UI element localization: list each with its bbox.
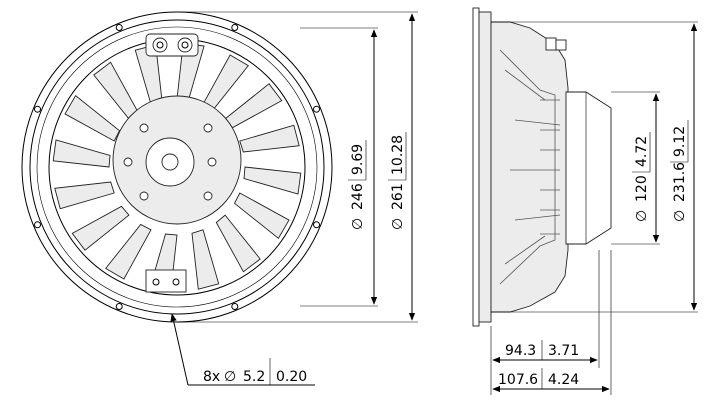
plate-hole: [203, 191, 213, 201]
depth-magnet-inch: 3.71: [548, 343, 579, 359]
depth-magnet-mm: 94.3: [505, 343, 536, 359]
plate-hole: [123, 157, 133, 167]
basket-spoke: [243, 166, 302, 195]
plate-hole: [207, 157, 217, 167]
basket-spoke: [233, 192, 290, 239]
cutout-mm: 246: [350, 183, 366, 210]
magnet-mm: 120: [634, 175, 650, 202]
mounting-hole: [115, 24, 123, 31]
bottom-bracket: [145, 269, 187, 293]
outer-mm: 261: [390, 183, 406, 210]
mounting-hole: [231, 24, 239, 31]
mounting-hole: [34, 105, 41, 113]
outer-symbol: ∅: [390, 218, 406, 230]
basket-spoke: [202, 54, 249, 111]
terminal-block: [145, 33, 199, 57]
plate-hole: [203, 123, 213, 133]
basket-spoke: [93, 61, 139, 120]
plate-hole: [139, 191, 149, 201]
mounting-hole: [231, 303, 239, 310]
basket-spoke: [64, 95, 121, 142]
overall-depth-mm: 107.6: [498, 372, 538, 388]
mounting-hole: [313, 221, 320, 229]
frame-mm: 231.6: [672, 162, 688, 202]
side-terminal: [545, 37, 567, 51]
plate-holes: [123, 123, 217, 201]
cutout-symbol: ∅: [350, 218, 366, 230]
basket-spoke: [239, 124, 300, 153]
front-dimensions: ∅ 246 9.69 ∅ 261 10.28: [177, 11, 418, 323]
hole-diameter-symbol: ∅: [224, 369, 236, 385]
mounting-holes: [34, 24, 320, 310]
magnet-symbol: ∅: [634, 210, 650, 222]
basket-spoke: [215, 214, 261, 273]
gasket-ring: [36, 26, 318, 308]
frame-symbol: ∅: [672, 210, 688, 222]
mounting-hole: [34, 221, 41, 229]
basket-spoke: [224, 83, 283, 129]
side-dimensions: ∅ 120 4.72 ∅ 231.6 9.12 94.3 3.71 107.6 …: [490, 21, 698, 395]
plate-hole: [139, 123, 149, 133]
pole-vent: [161, 153, 179, 171]
basket-spoke: [52, 139, 111, 168]
magnet-inch: 4.72: [634, 136, 650, 167]
outer-inch: 10.28: [390, 135, 406, 175]
basket-spoke: [191, 229, 220, 290]
basket-spoke: [54, 181, 115, 210]
mounting-hole-callout: 8x ∅ 5.2 0.20: [170, 313, 315, 386]
frame-inch: 9.12: [672, 126, 688, 157]
hole-diameter-inch: 0.20: [276, 369, 307, 385]
cutout-inch: 9.69: [350, 144, 366, 175]
hole-count: 8x: [203, 369, 220, 385]
basket-spokes: [52, 42, 302, 292]
side-view: [472, 7, 612, 327]
hole-diameter-mm: 5.2: [243, 369, 265, 385]
flange: [472, 7, 480, 327]
basket-profile: [490, 21, 569, 313]
basket-spoke: [71, 205, 130, 251]
mounting-hole: [313, 105, 320, 113]
basket-spoke: [105, 223, 152, 280]
overall-depth-inch: 4.24: [548, 372, 579, 388]
rim-inner-edge: [29, 19, 325, 315]
mounting-hole: [115, 303, 123, 310]
magnet: [565, 91, 612, 245]
front-view: [21, 11, 333, 323]
